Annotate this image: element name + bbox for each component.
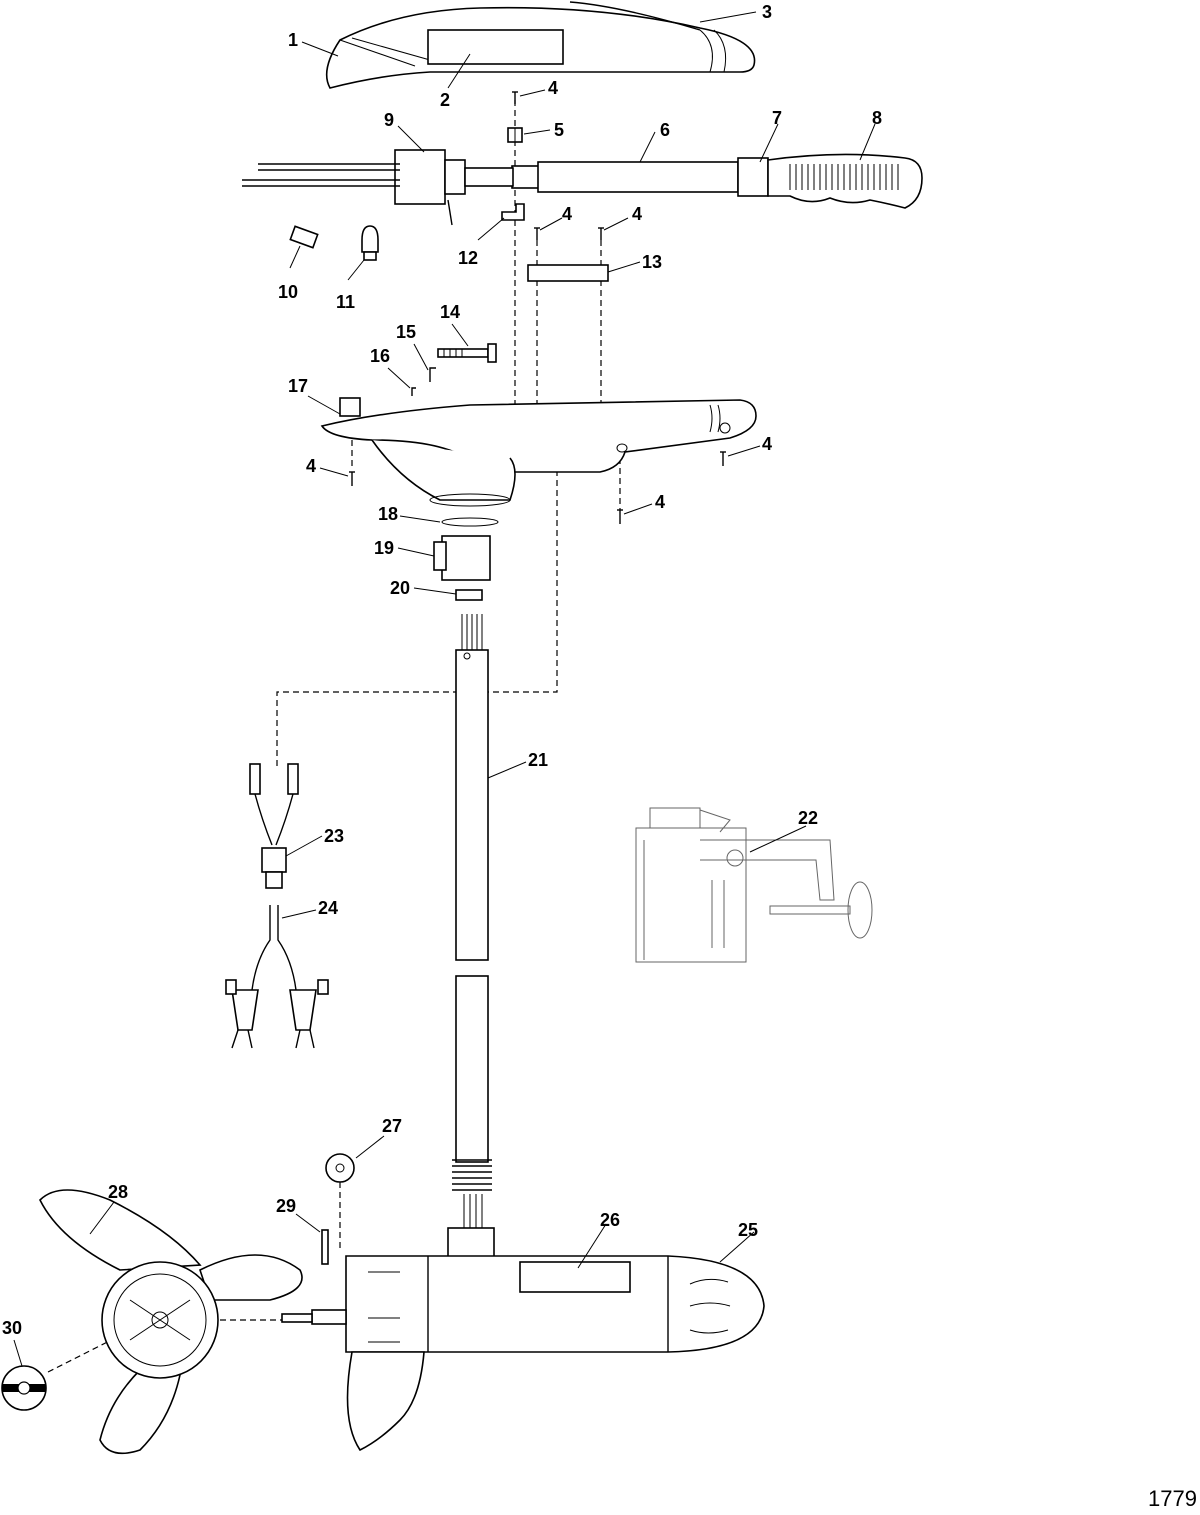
nut-icon: [507, 127, 523, 143]
callout-18: 18: [378, 504, 398, 524]
callout-2: 2: [440, 90, 450, 110]
callout-9: 9: [384, 110, 394, 130]
propeller-nut: [1, 1365, 47, 1411]
shaft-wires-bottom: [463, 1194, 483, 1232]
drive-pin: [321, 1229, 329, 1265]
callout-16: 16: [370, 346, 390, 366]
washer: [441, 517, 499, 527]
bulb-icon: [361, 225, 379, 261]
shaft-wires-top: [461, 614, 483, 650]
bracket: [501, 203, 525, 221]
callout-1: 1: [288, 30, 298, 50]
figure-number: 1779: [1148, 1486, 1197, 1511]
handle-grip-texture: [789, 164, 899, 190]
battery-cable-clips: [225, 905, 329, 1049]
propeller: [39, 1189, 303, 1455]
callout-22: 22: [798, 808, 818, 828]
callout-17: 17: [288, 376, 308, 396]
decal: [427, 29, 564, 65]
speed-switch: [242, 149, 514, 226]
callout-4c: 4: [632, 204, 642, 224]
steering-collar: [433, 535, 491, 581]
callout-26: 26: [600, 1210, 620, 1230]
callout-3: 3: [762, 2, 772, 22]
mounting-clamp: [635, 807, 873, 963]
connector-icon: [289, 225, 319, 249]
callout-15: 15: [396, 322, 416, 342]
callout-4f: 4: [655, 492, 665, 512]
callout-21: 21: [528, 750, 548, 770]
bolt-icon: [437, 343, 497, 363]
screw-icon: [349, 91, 726, 524]
callout-11: 11: [336, 292, 355, 312]
assembly-guide-lines: [47, 100, 621, 1373]
callout-5: 5: [554, 120, 564, 140]
callout-4d: 4: [306, 456, 316, 476]
battery-lead-connector: [249, 763, 299, 889]
thrust-washer: [325, 1153, 355, 1183]
callout-25: 25: [738, 1220, 758, 1240]
clip-icon: [429, 367, 436, 382]
leader-lines: [13, 11, 876, 1367]
callout-7: 7: [772, 108, 782, 128]
callout-10: 10: [278, 282, 298, 302]
callout-4: 4: [548, 78, 558, 98]
callout-27: 27: [382, 1116, 402, 1136]
callout-14: 14: [440, 302, 460, 322]
callout-20: 20: [390, 578, 410, 598]
callout-12: 12: [458, 248, 478, 268]
callout-4e: 4: [762, 434, 772, 454]
callout-8: 8: [872, 108, 882, 128]
spacer-ring: [455, 589, 483, 601]
callout-19: 19: [374, 538, 394, 558]
callout-30: 30: [2, 1318, 22, 1338]
upper-housing: [320, 397, 757, 507]
callout-13: 13: [642, 252, 662, 272]
callout-4b: 4: [562, 204, 572, 224]
composite-shaft: [452, 614, 492, 1232]
shaft-spring: [452, 1159, 492, 1191]
lower-unit-motor: [281, 1227, 765, 1452]
handle-pad: [527, 264, 609, 282]
callout-6: 6: [660, 120, 670, 140]
callout-29: 29: [276, 1196, 296, 1216]
callout-28: 28: [108, 1182, 128, 1202]
callout-24: 24: [318, 898, 338, 918]
tiller-handle: [511, 153, 923, 209]
callout-23: 23: [324, 826, 344, 846]
pin-icon: [411, 387, 416, 396]
